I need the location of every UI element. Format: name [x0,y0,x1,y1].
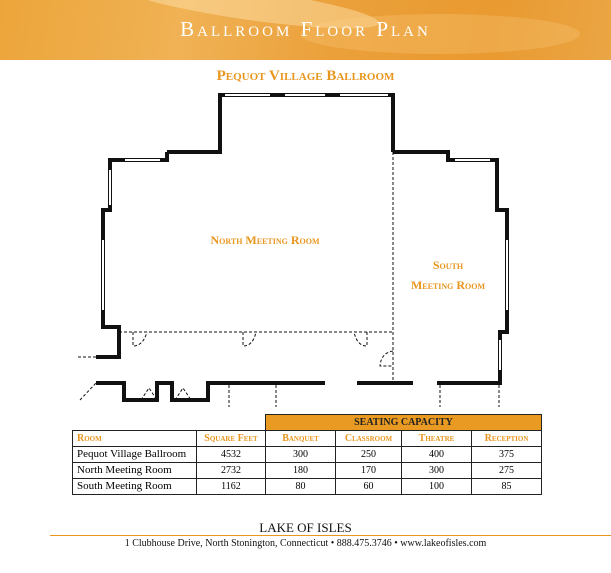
ballroom-title: Pequot Village Ballroom [216,68,395,84]
cell: 375 [471,445,542,463]
cell: 300 [265,445,336,463]
seating-capacity-header: SEATING CAPACITY [265,414,542,431]
cell: 85 [471,477,542,495]
south-meeting-room-label-1: South [432,258,464,272]
north-meeting-room-label: North Meeting Room [210,233,320,247]
footer-divider [50,535,611,536]
capacity-table: SEATING CAPACITY Room Square Feet Banque… [72,414,542,495]
cell: 2732 [196,461,266,479]
cell: 275 [471,461,542,479]
floor-plan [78,93,509,407]
cell: 180 [265,461,336,479]
header-banner [0,0,611,60]
footer-address: 1 Clubhouse Drive, North Stonington, Con… [124,538,487,549]
cell: 400 [401,445,472,463]
room-name: South Meeting Room [72,477,197,495]
cell: 1162 [196,477,266,495]
col-room: Room [72,429,197,447]
outer-wall-bottom-left [96,381,325,402]
room-name: North Meeting Room [72,461,197,479]
col-square-feet: Square Feet [196,429,266,447]
south-meeting-room-label-2: Meeting Room [410,278,486,292]
outer-wall-top [167,93,395,154]
cell: 100 [401,477,472,495]
page-title: Ballroom Floor Plan [180,17,431,41]
cell: 60 [335,477,402,495]
cell: 170 [335,461,402,479]
outer-wall-left [96,152,169,359]
brand-name: LAKE OF ISLES [259,520,352,535]
cell: 300 [401,461,472,479]
col-theatre: Theatre [401,429,472,447]
col-reception: Reception [471,429,542,447]
cell: 250 [335,445,402,463]
cell: 80 [265,477,336,495]
col-banquet: Banquet [265,429,336,447]
col-classroom: Classroom [335,429,402,447]
room-name: Pequot Village Ballroom [72,445,197,463]
cell: 4532 [196,445,266,463]
